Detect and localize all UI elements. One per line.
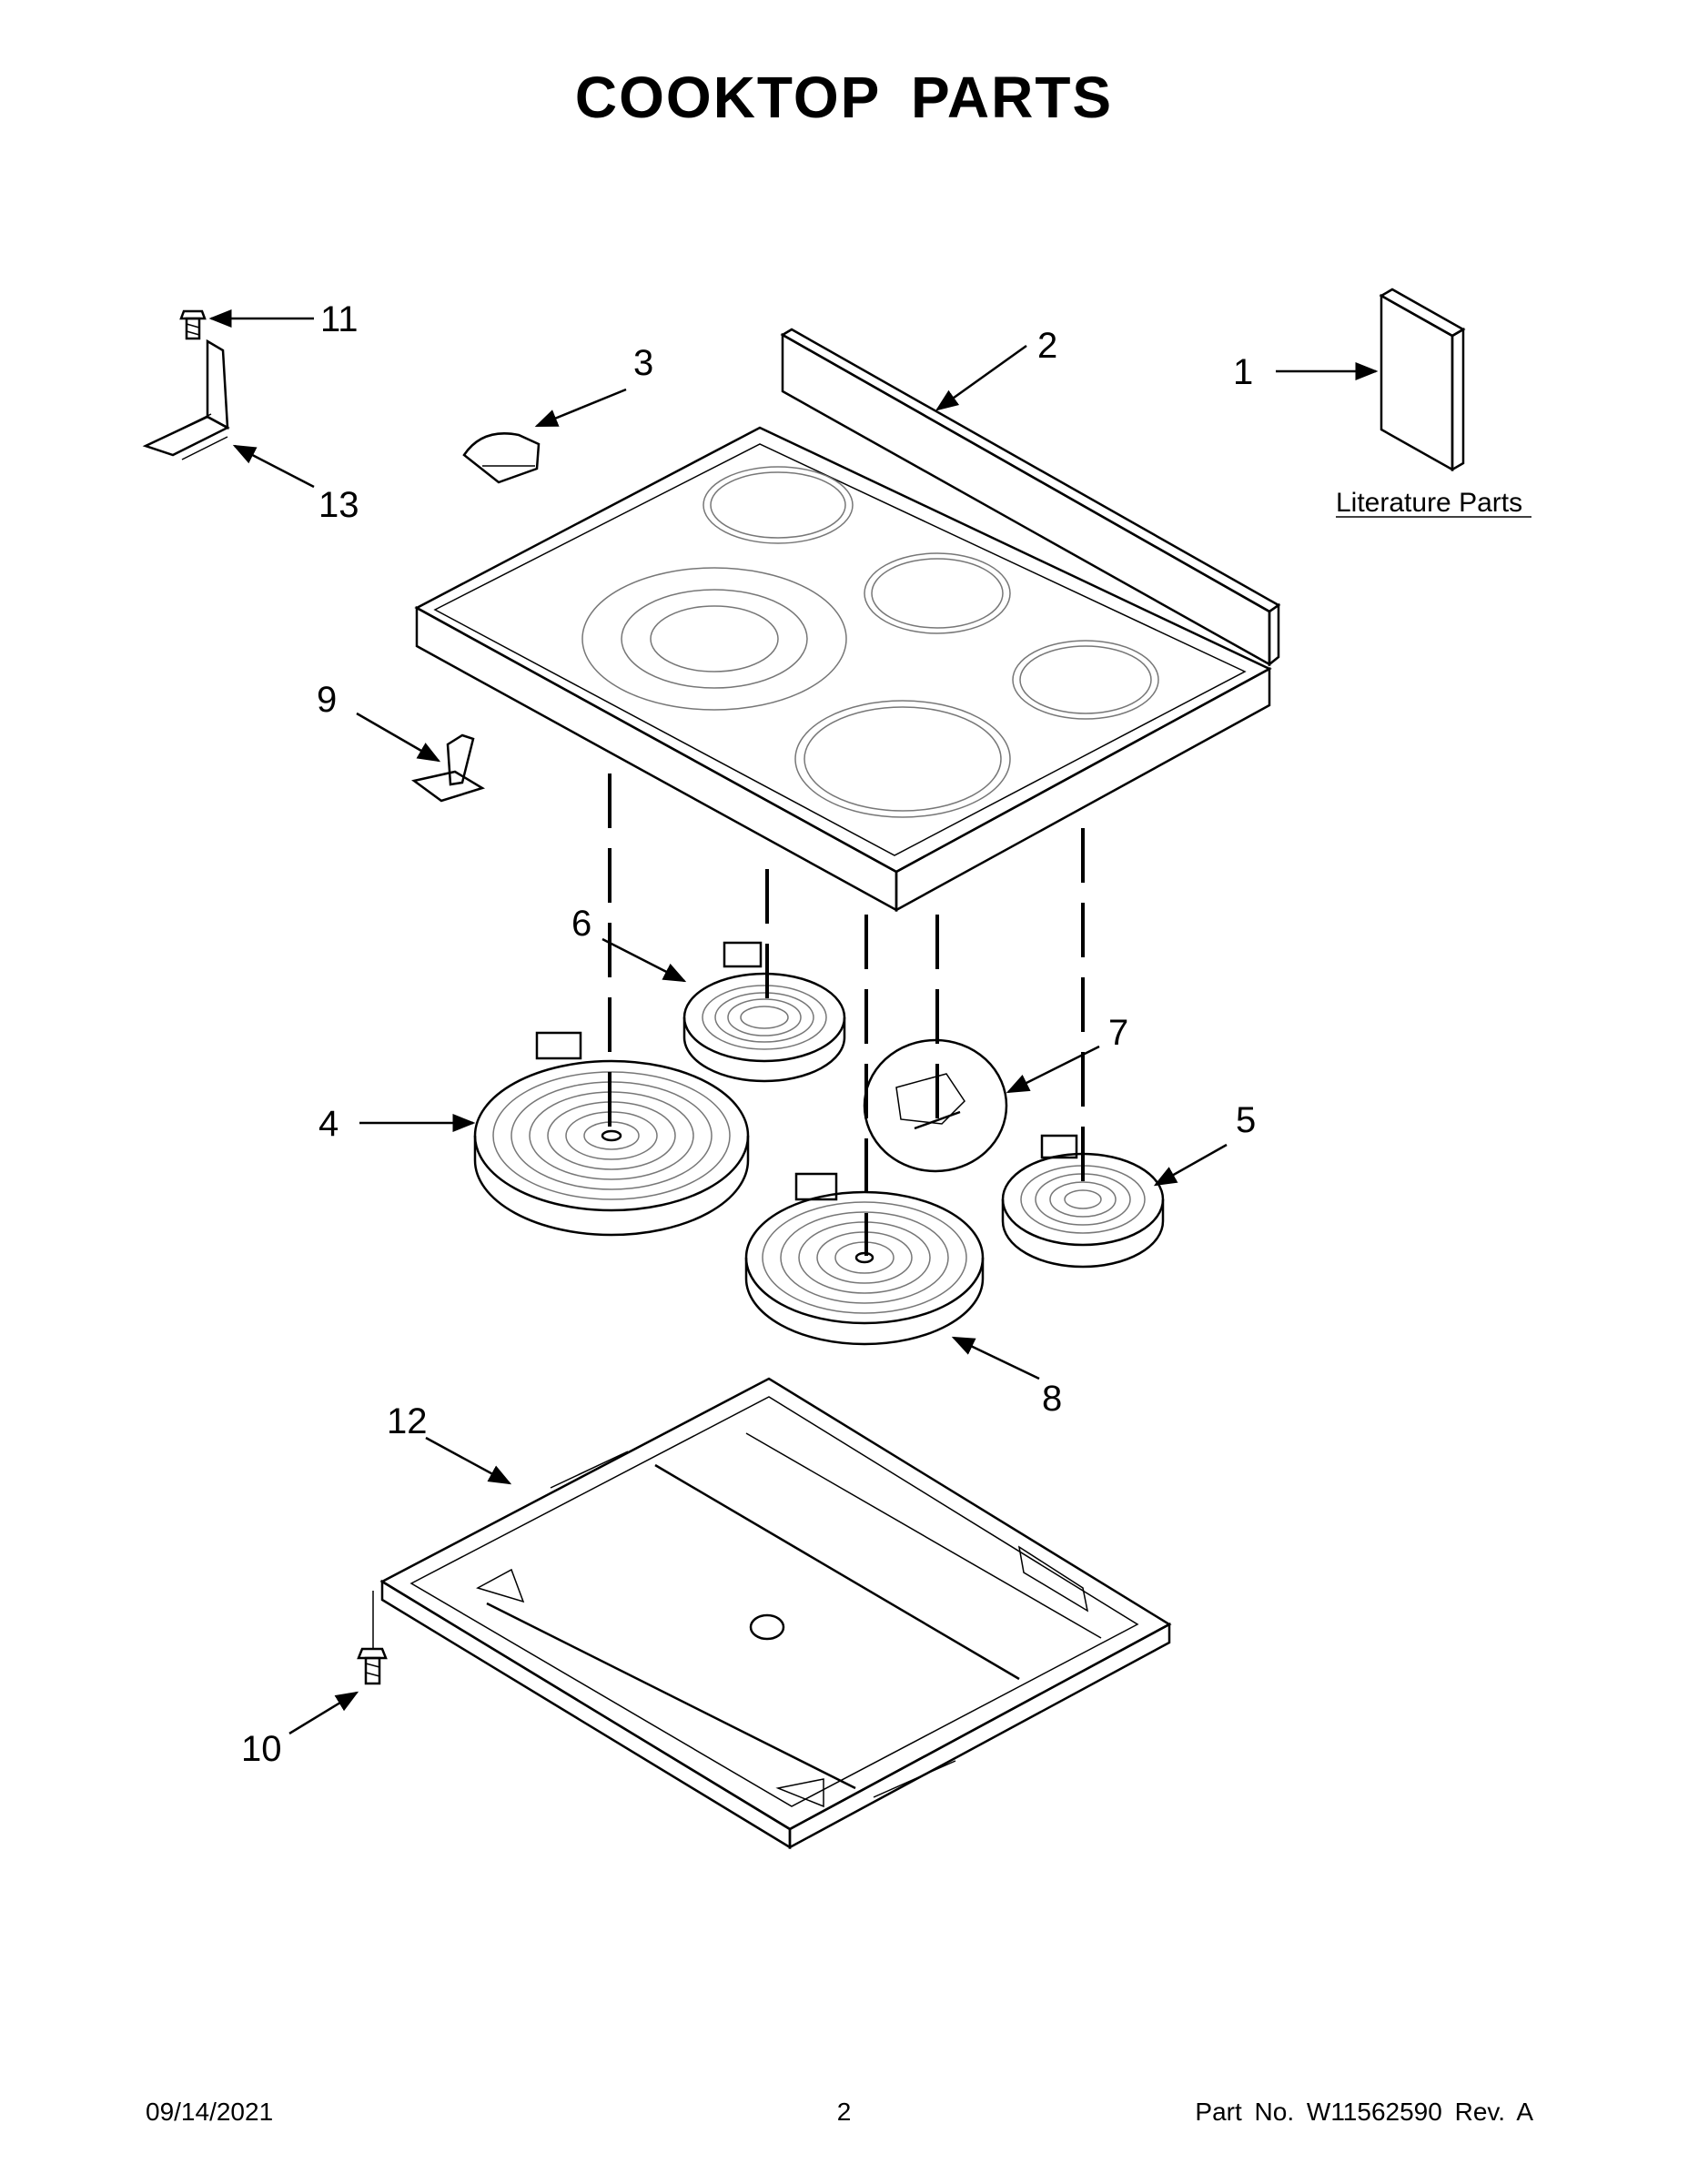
callout-10: 10 <box>241 1729 282 1769</box>
cooktop-clip-part[interactable] <box>462 432 541 484</box>
footer-part-number: Part No. W11562590 Rev. A <box>1195 2098 1533 2126</box>
alignment-lines <box>372 774 1085 1649</box>
callout-2: 2 <box>1037 326 1057 366</box>
radiant-element-8[interactable] <box>744 1172 985 1346</box>
literature-booklet[interactable] <box>1379 288 1466 472</box>
radiant-element-small-6[interactable] <box>682 941 846 1083</box>
callout-11: 11 <box>320 299 359 339</box>
callout-3: 3 <box>633 343 653 383</box>
callout-4: 4 <box>318 1104 339 1144</box>
literature-parts-label[interactable]: Literature Parts <box>1336 488 1522 518</box>
burner-box-tray-12[interactable] <box>379 1377 1172 1850</box>
screw-part[interactable] <box>179 309 207 340</box>
footer-page-number: 2 <box>836 2098 852 2126</box>
callout-13: 13 <box>318 485 359 525</box>
callout-9: 9 <box>317 680 337 720</box>
leader-arrows <box>208 309 1379 1735</box>
callout-1: 1 <box>1233 352 1253 392</box>
callout-7: 7 <box>1108 1013 1128 1053</box>
footer-date: 09/14/2021 <box>146 2098 274 2126</box>
bracket-part[interactable] <box>142 339 230 460</box>
radiant-element-large-4[interactable] <box>473 1031 750 1237</box>
callout-5: 5 <box>1236 1100 1256 1140</box>
callout-12: 12 <box>387 1401 428 1441</box>
page-title: COOKTOP PARTS <box>574 65 1114 130</box>
callout-8: 8 <box>1042 1379 1062 1419</box>
callout-6: 6 <box>571 904 591 944</box>
cooktop-main-top[interactable] <box>414 328 1281 913</box>
clip-part[interactable] <box>411 733 486 803</box>
screw-part-10[interactable] <box>357 1647 388 1685</box>
